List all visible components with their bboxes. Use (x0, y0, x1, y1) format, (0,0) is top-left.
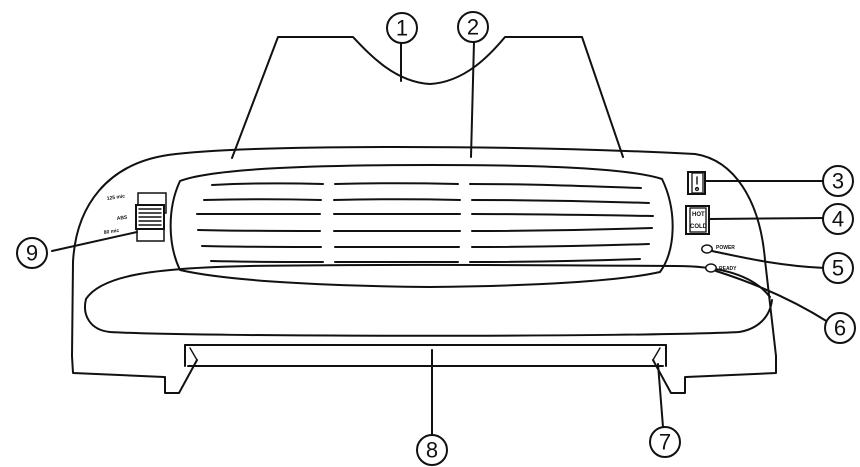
callout-3: 3 (822, 165, 854, 197)
callout-6: 6 (824, 312, 856, 344)
callout-circle-7 (649, 426, 681, 458)
control-panel-shell (85, 263, 771, 300)
left-foot (164, 359, 198, 394)
vent-line-row-5-left (201, 245, 322, 248)
exit-slot-inner-left (189, 347, 198, 361)
vent-line-row-6-left (210, 260, 324, 263)
exit-slot-inner-right (652, 347, 661, 361)
vent-line-row-4-right (471, 227, 653, 232)
callout-circle-6 (824, 312, 856, 344)
thickness-slider-ridges (138, 208, 162, 226)
callout-label-2: 2 (467, 15, 479, 40)
callout-circle-8 (416, 434, 448, 466)
callout-7: 7 (649, 426, 681, 458)
right-foot (652, 359, 686, 394)
callout-leaders (51, 38, 829, 436)
callout-1: 1 (386, 12, 418, 44)
thickness-label-abs: ABS (116, 214, 128, 222)
callout-label-8: 8 (426, 438, 438, 463)
callout-circle-9 (16, 237, 48, 269)
leader-4 (708, 217, 827, 220)
power-indicator (701, 244, 713, 254)
power-switch-off-mark (694, 186, 700, 192)
callout-circle-3 (822, 165, 854, 197)
thickness-label-80: 80 mic (103, 228, 119, 236)
status-indicators: POWER READY (701, 244, 737, 273)
vent-line-row-5-right (471, 243, 650, 248)
callout-label-9: 9 (26, 241, 38, 266)
hot-label: HOT (692, 212, 705, 218)
callout-4: 4 (822, 203, 854, 235)
callout-label-7: 7 (659, 430, 671, 455)
vent-line-row-2-right (471, 199, 650, 204)
callout-label-6: 6 (834, 316, 846, 341)
leader-2 (470, 41, 475, 158)
vent-line-row-2-left (203, 198, 322, 201)
hot-cold-rocker[interactable] (689, 207, 707, 233)
vent-line-row-4-left (197, 229, 321, 232)
laminator-body (71, 146, 777, 357)
front-lip (84, 298, 773, 337)
leader-5 (711, 250, 826, 269)
ready-indicator (705, 263, 717, 273)
callout-5: 5 (822, 252, 854, 284)
thickness-selector[interactable]: 125 mic ABS 80 mic (103, 192, 167, 242)
paper-feed-tray (231, 36, 624, 159)
callout-circle-5 (822, 252, 854, 284)
callout-9: 9 (16, 237, 48, 269)
vent-line-row-2-center (333, 198, 461, 201)
vent-line-row-1-left (211, 182, 324, 186)
callout-label-5: 5 (832, 256, 844, 281)
vent-line-row-1-right (469, 183, 642, 189)
power-switch[interactable] (687, 171, 706, 195)
cold-label: COLD (690, 224, 708, 230)
right-base-edge (685, 355, 777, 378)
callout-2: 2 (457, 11, 489, 43)
leader-7 (657, 363, 664, 428)
callout-label-1: 1 (396, 16, 408, 41)
vent-lines (196, 182, 654, 264)
callout-circle-2 (457, 11, 489, 43)
power-indicator-label: POWER (716, 245, 735, 251)
vent-line-row-6-right (469, 258, 641, 263)
leader-9 (51, 231, 138, 252)
vent-line-row-3-right (471, 213, 654, 217)
vent-line-row-1-center (334, 182, 459, 185)
callout-label-3: 3 (832, 169, 844, 194)
leader-6 (715, 270, 829, 323)
left-base-edge (71, 355, 165, 378)
callout-circle-1 (386, 12, 418, 44)
thickness-label-125: 125 mic (106, 193, 125, 202)
callout-8: 8 (416, 434, 448, 466)
hot-cold-switch[interactable]: HOT COLD (685, 205, 710, 235)
ready-indicator-label: READY (719, 266, 737, 272)
callout-circle-4 (822, 203, 854, 235)
callout-label-4: 4 (832, 207, 844, 232)
vent-panel (169, 164, 674, 288)
